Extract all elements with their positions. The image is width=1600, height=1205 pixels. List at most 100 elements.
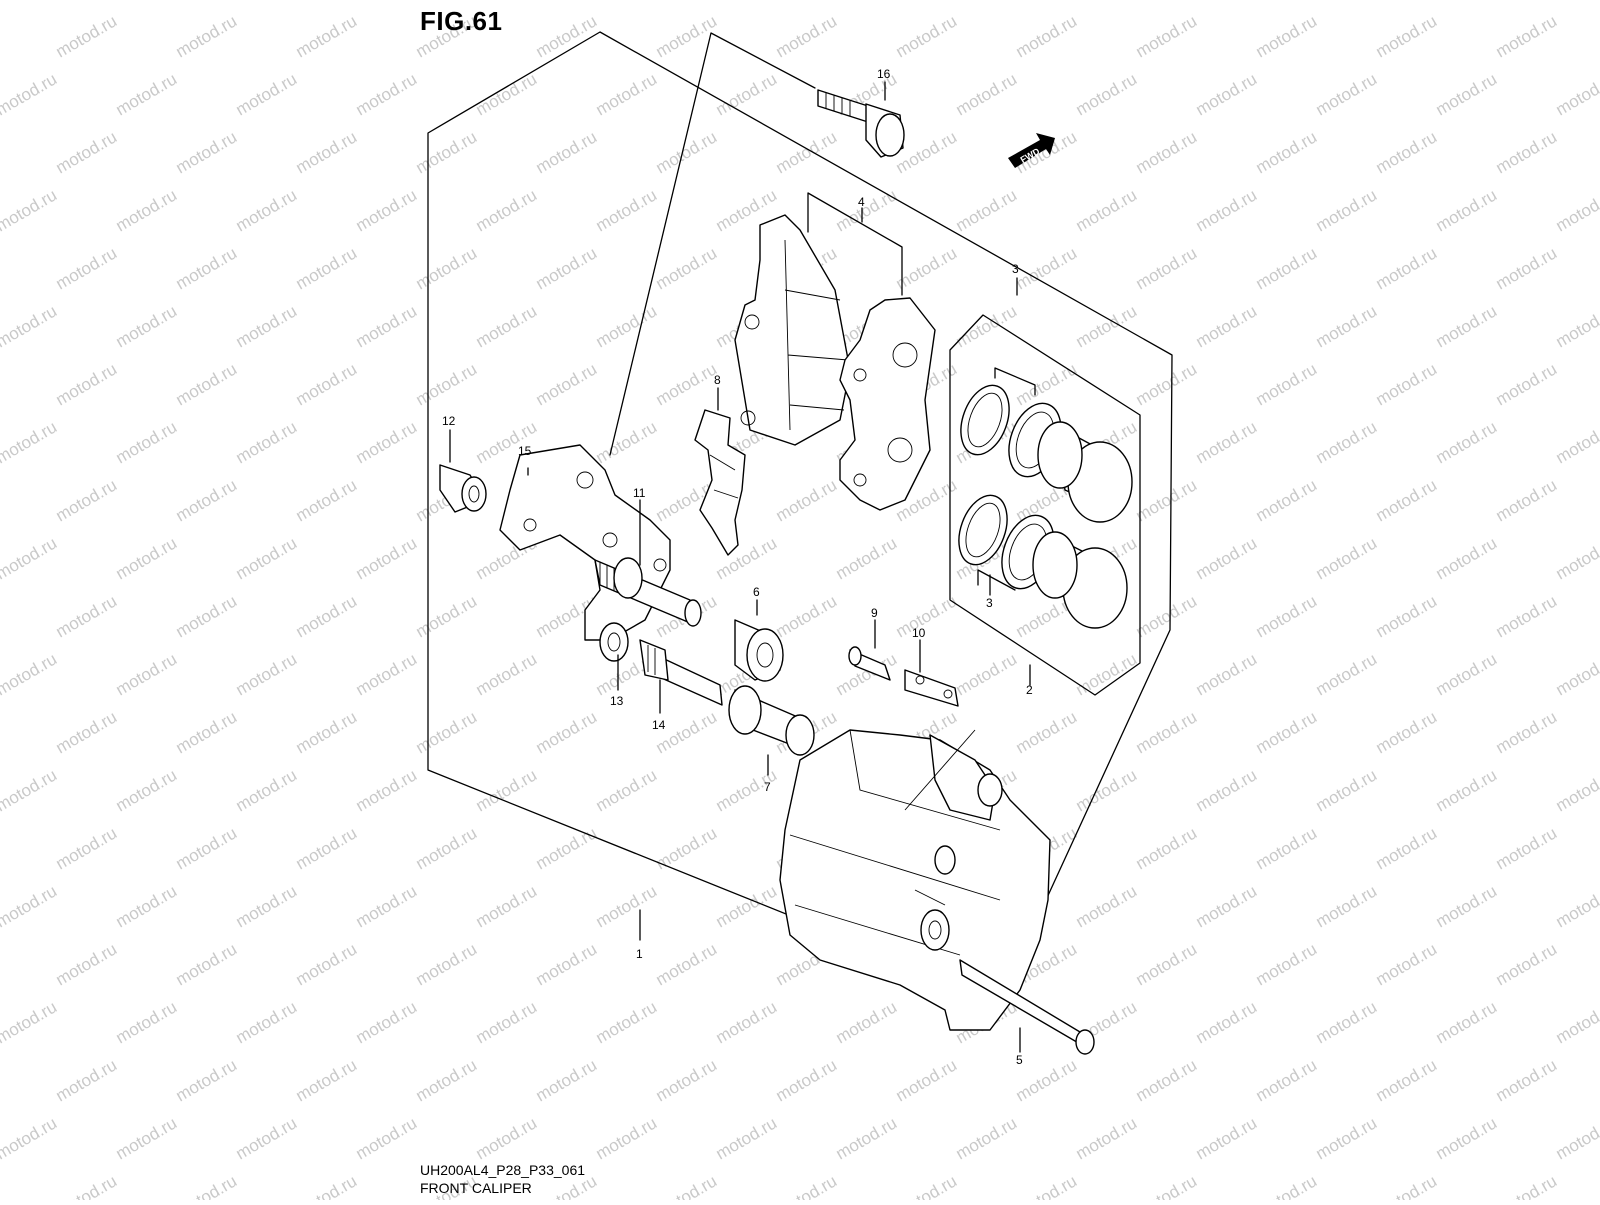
watermark-text: motod.ru — [593, 997, 661, 1047]
watermark-text: motod.ru — [533, 1055, 601, 1105]
watermark-text: motod.ru — [0, 69, 60, 119]
watermark-text: motod.ru — [173, 823, 241, 873]
watermark-text: motod.ru — [1373, 591, 1441, 641]
watermark-text: motod.ru — [1433, 649, 1501, 699]
watermark-text: motod.ru — [113, 185, 181, 235]
watermark-text: motod.ru — [593, 185, 661, 235]
watermark-text: motod.ru — [353, 881, 421, 931]
watermark-text: motod.ru — [0, 765, 60, 815]
watermark-text: motod.ru — [353, 649, 421, 699]
watermark-text: motod.ru — [113, 69, 181, 119]
watermark-text: motod.ru — [0, 881, 60, 931]
watermark-text: motod.ru — [233, 69, 301, 119]
watermark-text: motod.ru — [773, 591, 841, 641]
watermark-text: motod.ru — [953, 649, 1021, 699]
watermark-text: motod.ru — [0, 533, 60, 583]
watermark-text: motod.ru — [413, 707, 481, 757]
watermark-text: motod.ru — [173, 939, 241, 989]
watermark-text: motod.ru — [833, 533, 901, 583]
watermark-text: motod.ru — [233, 533, 301, 583]
callout-9: 9 — [871, 606, 878, 620]
callout-3b: 3 — [986, 596, 993, 610]
watermark-text: motod.ru — [1493, 1171, 1561, 1200]
watermark-text: motod.ru — [293, 1171, 361, 1200]
watermark-text: motod.ru — [1373, 243, 1441, 293]
watermark-text: motod.ru — [1313, 881, 1381, 931]
watermark-text: motod.ru — [1193, 0, 1261, 3]
watermark-text: motod.ru — [1013, 359, 1081, 409]
watermark-text: motod.ru — [1553, 649, 1600, 699]
callout-6: 6 — [753, 585, 760, 599]
watermark-text: motod.ru — [473, 1113, 541, 1163]
watermark-text: motod.ru — [1433, 765, 1501, 815]
watermark-text: motod.ru — [1373, 939, 1441, 989]
caliper-body — [780, 730, 1094, 1054]
watermark-text: motod.ru — [653, 243, 721, 293]
bleeder-cap-10 — [905, 670, 958, 706]
washer-13 — [600, 623, 628, 661]
watermark-text: motod.ru — [113, 881, 181, 931]
watermark-text: motod.ru — [653, 1171, 721, 1200]
watermark-text: motod.ru — [53, 591, 121, 641]
watermark-text: motod.ru — [1193, 1113, 1261, 1163]
watermark-text: motod.ru — [1253, 475, 1321, 525]
watermark-text: motod.ru — [1553, 185, 1600, 235]
watermark-text: motod.ru — [773, 11, 841, 61]
watermark-text: motod.ru — [1433, 185, 1501, 235]
watermark-text: motod.ru — [353, 1113, 421, 1163]
watermark-text: motod.ru — [0, 997, 60, 1047]
watermark-text: motod.ru — [773, 475, 841, 525]
watermark-text: motod.ru — [1193, 301, 1261, 351]
watermark-text: motod.ru — [113, 1113, 181, 1163]
watermark-text: motod.ru — [1313, 533, 1381, 583]
watermark-text: motod.ru — [293, 475, 361, 525]
watermark-text: motod.ru — [1133, 1055, 1201, 1105]
watermark-text: motod.ru — [653, 359, 721, 409]
watermark-text: motod.ru — [833, 0, 901, 3]
watermark-text: motod.ru — [233, 765, 301, 815]
watermark-text: motod.ru — [593, 69, 661, 119]
watermark-text: motod.ru — [1493, 475, 1561, 525]
watermark-text: motod.ru — [1433, 301, 1501, 351]
watermark-text: motod.ru — [593, 417, 661, 467]
watermark-text: motod.ru — [173, 707, 241, 757]
watermark-text: motod.ru — [1253, 11, 1321, 61]
watermark-text: motod.ru — [1493, 11, 1561, 61]
callout-3a: 3 — [1012, 262, 1019, 276]
watermark-text: motod.ru — [1133, 127, 1201, 177]
watermark-text: motod.ru — [1433, 1113, 1501, 1163]
watermark-text: motod.ru — [893, 11, 961, 61]
watermark-text: motod.ru — [53, 127, 121, 177]
watermark-text: motod.ru — [593, 765, 661, 815]
watermark-text: motod.ru — [0, 301, 60, 351]
watermark-text: motod.ru — [53, 939, 121, 989]
watermark-text: motod.ru — [713, 69, 781, 119]
watermark-text: motod.ru — [473, 301, 541, 351]
watermark-text: motod.ru — [353, 185, 421, 235]
watermark-text: motod.ru — [473, 185, 541, 235]
callout-7: 7 — [764, 780, 771, 794]
watermark-text: motod.ru — [1193, 69, 1261, 119]
callout-14: 14 — [652, 718, 666, 732]
watermark-text: motod.ru — [1133, 939, 1201, 989]
callout-12: 12 — [442, 414, 456, 428]
watermark-text: motod.ru — [533, 11, 601, 61]
watermark-text: motod.ru — [233, 301, 301, 351]
watermark-text: motod.ru — [1553, 301, 1600, 351]
watermark-text: motod.ru — [53, 707, 121, 757]
watermark-text: motod.ru — [53, 1171, 121, 1200]
callout-13: 13 — [610, 694, 624, 708]
watermark-text: motod.ru — [1253, 1171, 1321, 1200]
watermark-text: motod.ru — [53, 359, 121, 409]
watermark-text: motod.ru — [1253, 823, 1321, 873]
watermark-text: motod.ru — [1493, 591, 1561, 641]
watermark-text: motod.ru — [593, 881, 661, 931]
watermark-text: motod.ru — [833, 185, 901, 235]
watermark-text: motod.ru — [0, 649, 60, 699]
watermark-text: motod.ru — [173, 1055, 241, 1105]
callout-10: 10 — [912, 626, 926, 640]
watermark-text: motod.ru — [593, 301, 661, 351]
watermark-text: motod.ru — [413, 939, 481, 989]
watermark-text: motod.ru — [0, 0, 60, 3]
